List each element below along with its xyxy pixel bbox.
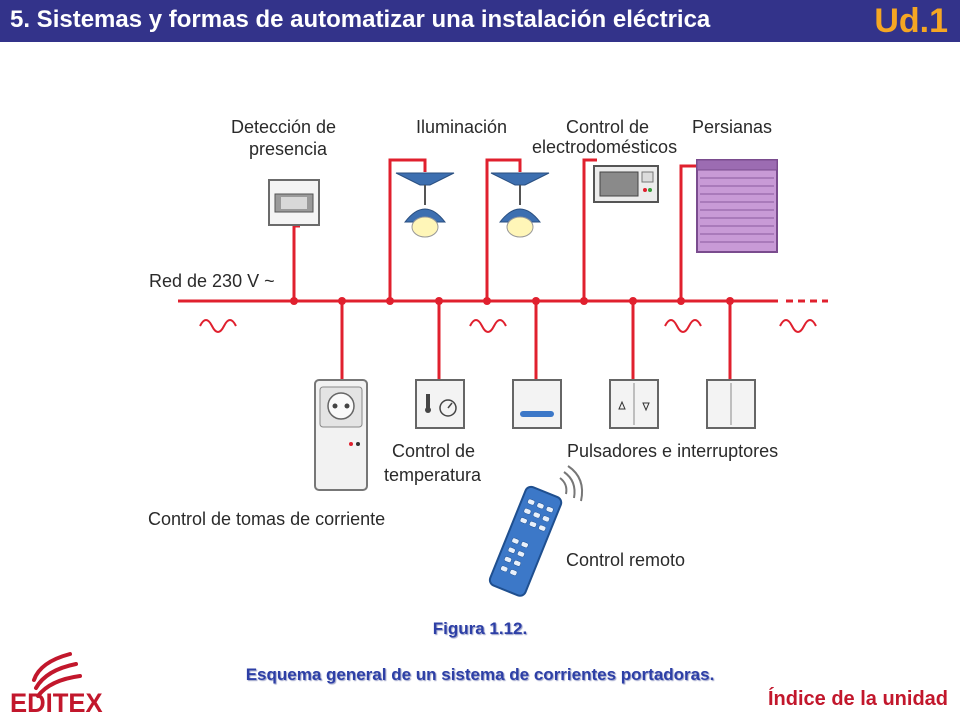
label-appliance-control: Control de: [566, 117, 649, 137]
figure-number: Figura 1.12.: [432, 619, 528, 638]
logo-wordmark: EDITEX: [10, 688, 103, 718]
unit-badge: Ud.1: [874, 2, 948, 40]
label-presence-detection: Detección de: [231, 117, 336, 137]
blind-icon: [696, 159, 778, 253]
label-appliances: electrodomésticos: [532, 137, 677, 157]
header-bar: 5. Sistemas y formas de automatizar una …: [0, 0, 960, 42]
label-switches: Pulsadores e interruptores: [567, 441, 778, 461]
lamp-icon: [395, 172, 455, 238]
presence-detector-icon: [268, 179, 320, 226]
label-socket-control: Control de tomas de corriente: [148, 509, 385, 529]
lower-wires: [340, 301, 732, 383]
editex-logo: [32, 652, 82, 698]
remote-control-icon: [488, 485, 563, 597]
page-title: 5. Sistemas y formas de automatizar una …: [10, 6, 711, 33]
push-button-icon: [512, 379, 562, 429]
lamp-icon: [490, 172, 550, 238]
label-presence: presencia: [249, 139, 328, 159]
up-down-switch-icon: [609, 379, 659, 429]
signal-waves-icon: [559, 465, 584, 502]
unit-index-link[interactable]: Índice de la unidad: [767, 688, 948, 710]
label-temperature-control: Control de: [392, 441, 475, 461]
microwave-icon: [593, 165, 659, 203]
label-temperature: temperatura: [384, 465, 482, 485]
socket-adapter-icon: [314, 379, 368, 491]
junction-dots: [290, 297, 734, 305]
sine-wave-icon: [199, 319, 817, 333]
label-lighting: Iluminación: [416, 117, 507, 137]
label-remote-control: Control remoto: [566, 550, 685, 570]
thermostat-icon: [415, 379, 465, 429]
figure-caption: Esquema general de un sistema de corrien…: [245, 665, 715, 684]
label-mains: Red de 230 V ~: [149, 271, 275, 291]
label-blinds: Persianas: [692, 117, 772, 137]
double-switch-icon: [706, 379, 756, 429]
